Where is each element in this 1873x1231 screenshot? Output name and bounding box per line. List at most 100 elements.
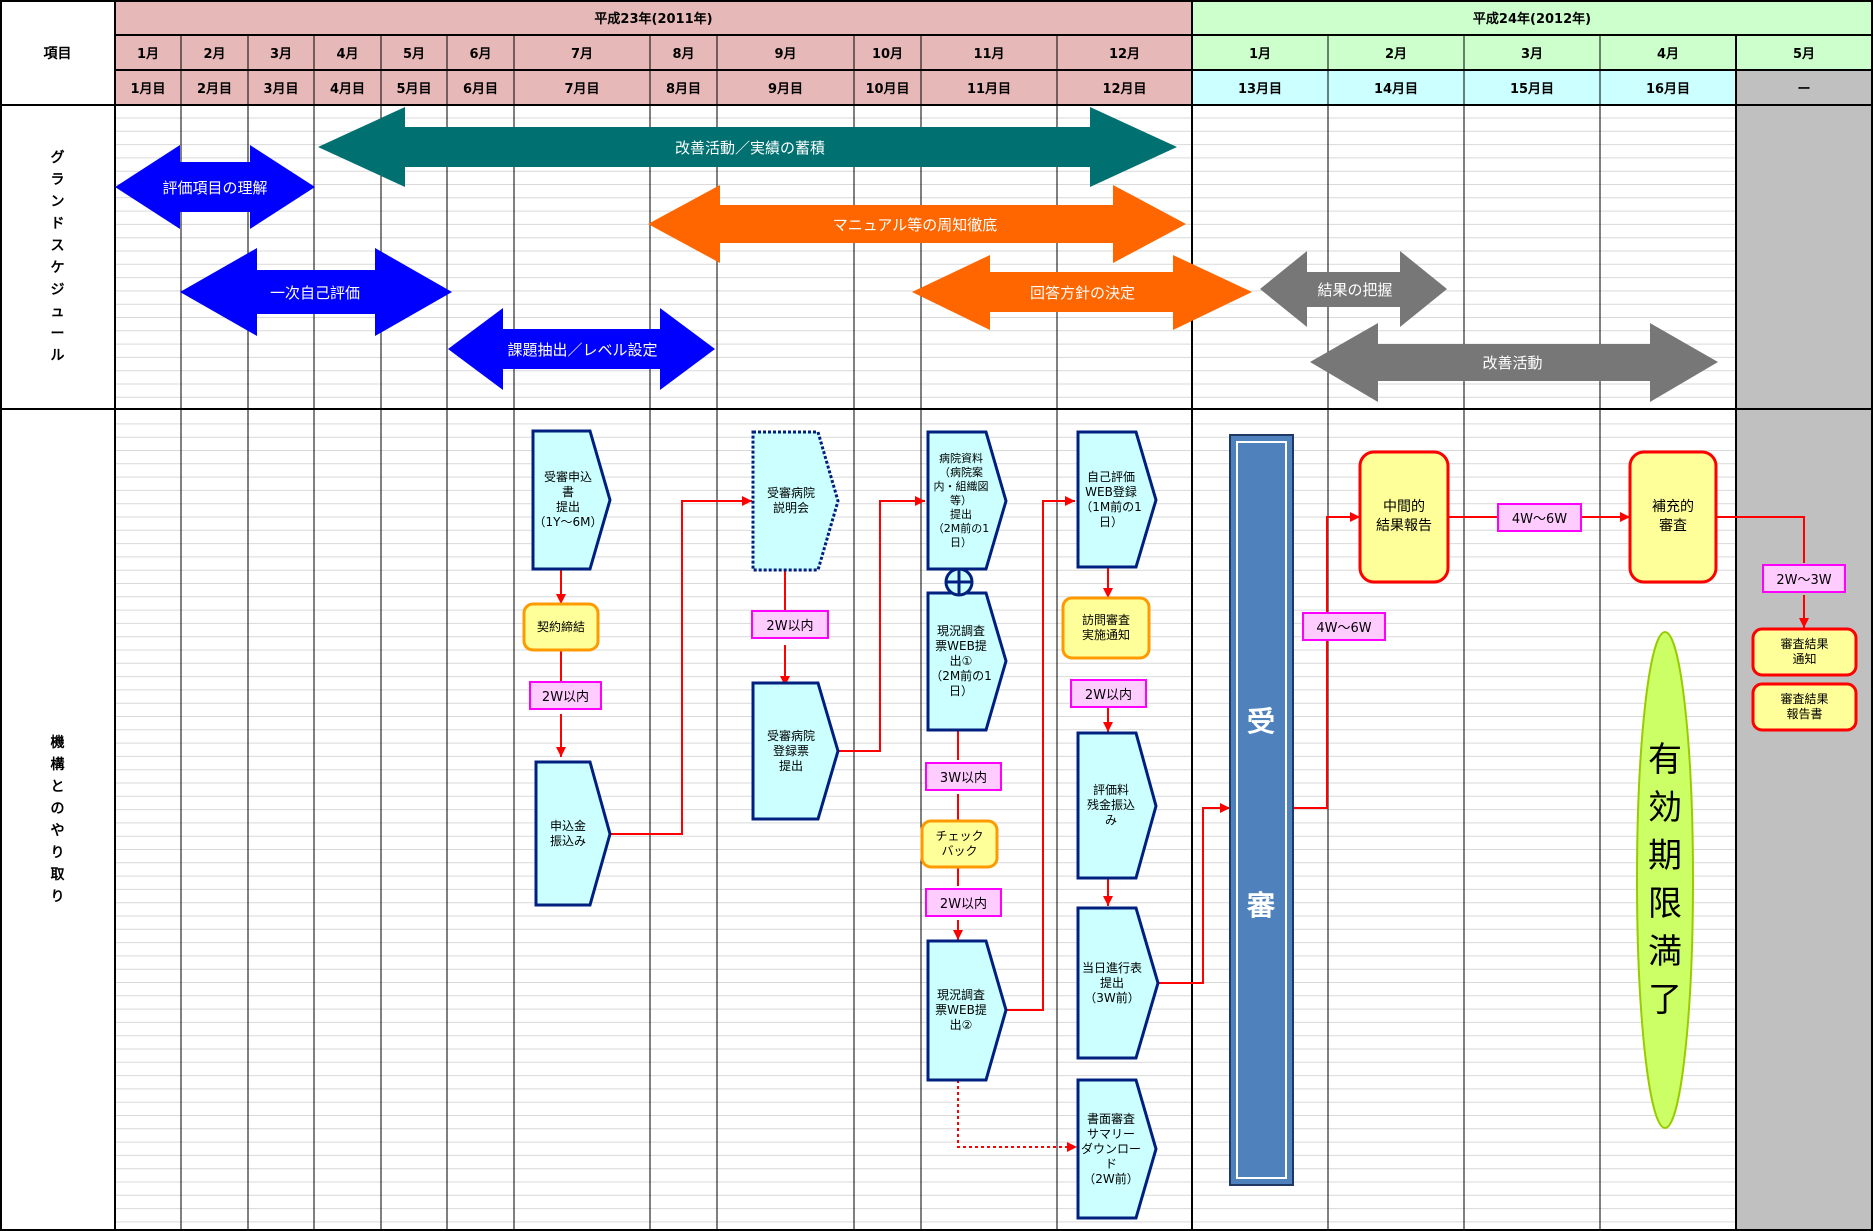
text-hoju: 補充的 審査 [1652,499,1694,534]
text-toroku: 受審病院 登録票 提出 [766,728,815,773]
cross-connector-icon [944,567,974,597]
jushin-char-1: 受 [1247,705,1276,738]
arrow-label-kadai: 課題抽出／レベル設定 [507,340,658,359]
box-moshikomi-furikomi [534,760,612,907]
elapsed-header-cell: 10月目 [865,82,910,97]
row-label-char: ラ [50,172,65,188]
year-2012-header: 平成24年(2012年) [1472,12,1592,27]
dur-text-check: 2W以内 [939,897,988,912]
arrow-manual [648,185,1186,263]
pentagon-boxes [531,429,1160,1220]
elapsed-header-cell: 2月目 [196,82,233,97]
dur-text-chukan: 4W～6W [1511,512,1568,527]
box-jiko-web [1076,430,1158,569]
yuko-char: 有 [1648,740,1682,780]
arrow-label-kaizen-chikuseki: 改善活動／実績の蓄積 [674,138,825,157]
elapsed-header-cell: 5月目 [396,82,432,97]
elapsed-header-cell: 11月目 [966,82,1012,97]
dur-text-jushin: 4W～6W [1316,621,1372,636]
box-byoin-shiryo [926,430,1008,571]
month-header-cell: 6月 [469,47,492,62]
elapsed-header-cell: 9月目 [767,82,804,97]
dur-text-setsumei: 2W以内 [766,619,814,634]
item-header: 項目 [43,45,72,62]
jushin-bar-inner [1236,441,1287,1179]
yuko-char: 限 [1648,884,1682,924]
month-header-cell: 5月 [1792,47,1816,62]
box-genkyo2 [926,939,1008,1082]
yuko-ellipse [1636,631,1694,1129]
row-label-char: グ [50,150,65,166]
row-label-char: ン [50,194,65,210]
month-header-cell: 10月 [871,47,904,62]
text-zankin: 評価料 残金振込 み [1086,783,1135,827]
text-moshikomi-furikomi: 申込金 振込み [549,818,586,848]
row-label-char: と [50,778,65,795]
elapsed-header-cell: 14月目 [1373,82,1419,97]
month-header-cell: 12月 [1108,47,1141,62]
month-header-cell: 1月 [1248,47,1272,62]
text-setsumeikai: 受審病院 説明会 [766,486,815,515]
text-juushin-moshikomi: 受審申込 書 提出 （1Y～6M） [533,470,603,529]
dur-homon [1070,679,1147,708]
month-header-cell: 8月 [672,47,695,62]
box-tojitsu [1076,906,1160,1060]
row-label-char: ジ [50,282,65,298]
row-label-char: や [50,822,65,839]
jushin-bar [1229,434,1294,1186]
elapsed-header-cell: 13月目 [1237,82,1283,97]
row-label-char: ド [50,216,65,232]
elapsed-header-cell: 12月目 [1102,82,1147,97]
text-keiyaku: 契約締結 [536,619,585,634]
year-2011-header: 平成23年(2011年) [594,12,713,27]
dur-keiyaku [529,681,602,710]
arrow-kaito-hoshin [912,255,1252,330]
yuko-char: 満 [1648,932,1682,972]
arrow-label-manual: マニュアル等の周知徹底 [832,215,998,234]
month-header-cell: 1月 [136,47,160,62]
box-shomen [1076,1078,1158,1220]
jushin-char-2: 審 [1247,889,1276,922]
box-setsumeikai [751,430,840,572]
month-header-cell: 9月 [774,47,797,62]
arrow-kekka-haaku [1260,251,1447,327]
month-header-cell: 5月 [402,47,426,62]
month-header-cell: 4月 [1656,47,1680,62]
month-header-cell: 3月 [1520,47,1544,62]
dur-chukan [1497,503,1582,532]
rounded-boxes [522,450,1858,869]
text-shomen: 書面審査 サマリー ダウンロー ド （2W前） [1080,1111,1141,1186]
month-header-cell: 4月 [336,47,359,62]
yuko-kigen-label: 有効期限満了 [1637,740,1693,1020]
box-toroku [751,681,840,821]
yuko-char: 了 [1648,980,1682,1020]
box-kekka-hokoku [1751,682,1858,732]
text-byoin-shiryo: 病院資料 （病院案 内・組織図 等） 提出 （2M前の1 日） [932,451,990,549]
row-label-char: ケ [50,260,65,276]
dur-hoju [1762,564,1846,593]
flow-connectors [560,500,1805,1011]
box-homon-tsuchi [1061,596,1151,660]
header-bg-2011 [115,0,1192,105]
arrow-jiko-hyoka [180,248,452,336]
exchange-label: 機構とのやり取り [30,409,85,1230]
dur-jushin [1302,612,1386,641]
month-header-cell: 7月 [570,47,594,62]
dur-genkyo [925,762,1002,791]
month-header-cell: 2月 [203,47,226,62]
arrow-hyoka-rikai [115,145,315,229]
dur-setsumei [751,610,829,639]
box-juushin-moshikomi [531,429,612,571]
connector-arrowheads [556,496,1809,1152]
row-label-char: ュ [50,304,65,320]
box-hoju [1628,450,1718,584]
row-label-char: 構 [50,756,65,773]
elapsed-header-cell: ー [1797,82,1811,97]
box-genkyo1 [926,591,1008,732]
box-chukan [1358,450,1450,584]
